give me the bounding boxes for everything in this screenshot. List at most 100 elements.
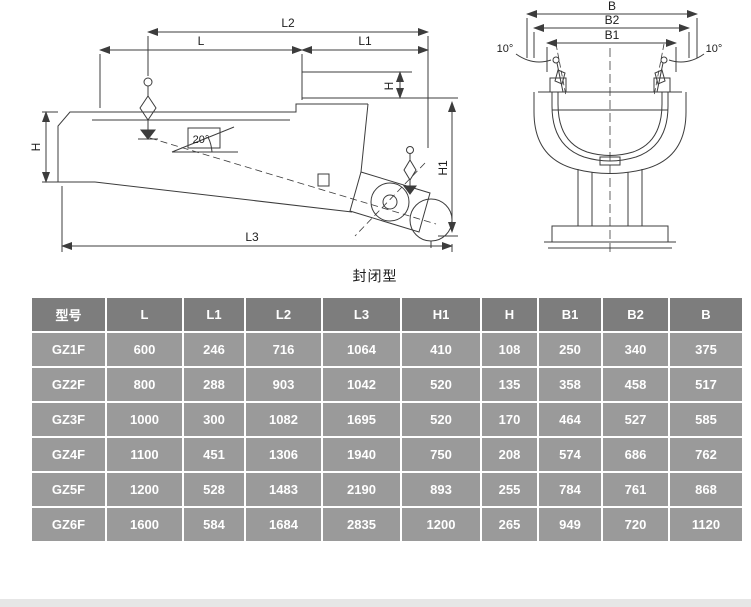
table-cell: 520 — [402, 368, 480, 401]
label-angle-10-left: 10° — [497, 43, 514, 55]
label-l: L — [198, 34, 205, 48]
dim-l2 — [147, 28, 429, 148]
label-h-right: H — [382, 82, 396, 91]
table-row: GZ6F 1600 584 1684 2835 1200 265 949 720… — [32, 508, 742, 541]
table-cell: 1064 — [323, 333, 400, 366]
table-cell: 600 — [107, 333, 182, 366]
table-cell: 585 — [670, 403, 742, 436]
table-cell: 288 — [184, 368, 244, 401]
table-cell: 949 — [539, 508, 601, 541]
table-row: GZ2F 800 288 903 1042 520 135 358 458 51… — [32, 368, 742, 401]
table-cell: 750 — [402, 438, 480, 471]
table-row: GZ4F 1100 451 1306 1940 750 208 574 686 … — [32, 438, 742, 471]
table-cell: 246 — [184, 333, 244, 366]
table-cell: 1082 — [246, 403, 321, 436]
right-hanger — [403, 146, 417, 195]
table-cell: 903 — [246, 368, 321, 401]
table-cell: 2190 — [323, 473, 400, 506]
table-cell: 300 — [184, 403, 244, 436]
side-view: L2 L L1 H H H1 L3 20° 封闭型 — [29, 16, 458, 284]
table-cell: 584 — [184, 508, 244, 541]
table-cell: 517 — [670, 368, 742, 401]
dim-b1 — [546, 39, 677, 72]
centerlines — [149, 137, 437, 237]
table-cell: 1000 — [107, 403, 182, 436]
left-hanger — [138, 77, 158, 140]
dim-h1 — [438, 101, 458, 237]
table-cell: 340 — [603, 333, 668, 366]
dim-b2 — [533, 24, 690, 58]
model-cell: GZ1F — [32, 333, 105, 366]
spec-table: 型号 L L1 L2 L3 H1 H B1 B2 B GZ1F 600 246 … — [30, 296, 744, 543]
table-cell: 1200 — [402, 508, 480, 541]
table-cell: 868 — [670, 473, 742, 506]
drawing-caption: 封闭型 — [353, 268, 398, 284]
page-bottom-edge — [0, 599, 751, 607]
table-cell: 761 — [603, 473, 668, 506]
table-header-row: 型号 L L1 L2 L3 H1 H B1 B2 B — [32, 298, 742, 331]
feeder-drawing-svg: L2 L L1 H H H1 L3 20° 封闭型 — [29, 0, 723, 284]
header-l3: L3 — [323, 298, 400, 331]
table-cell: 1940 — [323, 438, 400, 471]
table-cell: 135 — [482, 368, 537, 401]
label-h1: H1 — [436, 160, 450, 176]
header-b: B — [670, 298, 742, 331]
table-cell: 1600 — [107, 508, 182, 541]
table-cell: 784 — [539, 473, 601, 506]
dim-l — [99, 46, 303, 108]
header-model: 型号 — [32, 298, 105, 331]
label-angle-20: 20° — [193, 134, 210, 146]
header-h: H — [482, 298, 537, 331]
header-b1: B1 — [539, 298, 601, 331]
model-cell: GZ4F — [32, 438, 105, 471]
label-l1: L1 — [358, 34, 372, 48]
table-cell: 170 — [482, 403, 537, 436]
header-l2: L2 — [246, 298, 321, 331]
table-cell: 528 — [184, 473, 244, 506]
header-l: L — [107, 298, 182, 331]
model-cell: GZ6F — [32, 508, 105, 541]
label-l3: L3 — [245, 230, 259, 244]
table-cell: 1042 — [323, 368, 400, 401]
table-cell: 375 — [670, 333, 742, 366]
header-l1: L1 — [184, 298, 244, 331]
label-b1: B1 — [605, 28, 620, 42]
table-cell: 108 — [482, 333, 537, 366]
angle-10-annotations — [515, 43, 705, 97]
dim-l3 — [61, 186, 453, 252]
drive-unit — [349, 171, 453, 248]
table-cell: 458 — [603, 368, 668, 401]
trough-body — [57, 71, 458, 213]
table-cell: 716 — [246, 333, 321, 366]
table-cell: 527 — [603, 403, 668, 436]
model-cell: GZ3F — [32, 403, 105, 436]
table-cell: 358 — [539, 368, 601, 401]
table-cell: 2835 — [323, 508, 400, 541]
table-cell: 762 — [670, 438, 742, 471]
table-cell: 1684 — [246, 508, 321, 541]
label-angle-10-right: 10° — [706, 43, 723, 55]
end-view: B B2 B1 10° 10° — [497, 0, 723, 252]
table-cell: 893 — [402, 473, 480, 506]
technical-drawing: L2 L L1 H H H1 L3 20° 封闭型 — [0, 0, 751, 292]
table-cell: 1306 — [246, 438, 321, 471]
table-cell: 451 — [184, 438, 244, 471]
dim-h-left — [42, 111, 58, 183]
model-cell: GZ5F — [32, 473, 105, 506]
table-cell: 208 — [482, 438, 537, 471]
table-cell: 520 — [402, 403, 480, 436]
table-cell: 255 — [482, 473, 537, 506]
table-cell: 686 — [603, 438, 668, 471]
table-cell: 410 — [402, 333, 480, 366]
table-cell: 1483 — [246, 473, 321, 506]
table-row: GZ1F 600 246 716 1064 410 108 250 340 37… — [32, 333, 742, 366]
label-b2: B2 — [605, 13, 620, 27]
table-cell: 574 — [539, 438, 601, 471]
table-cell: 1200 — [107, 473, 182, 506]
table-cell: 1695 — [323, 403, 400, 436]
model-cell: GZ2F — [32, 368, 105, 401]
table-row: GZ3F 1000 300 1082 1695 520 170 464 527 … — [32, 403, 742, 436]
table-cell: 250 — [539, 333, 601, 366]
table-cell: 1120 — [670, 508, 742, 541]
